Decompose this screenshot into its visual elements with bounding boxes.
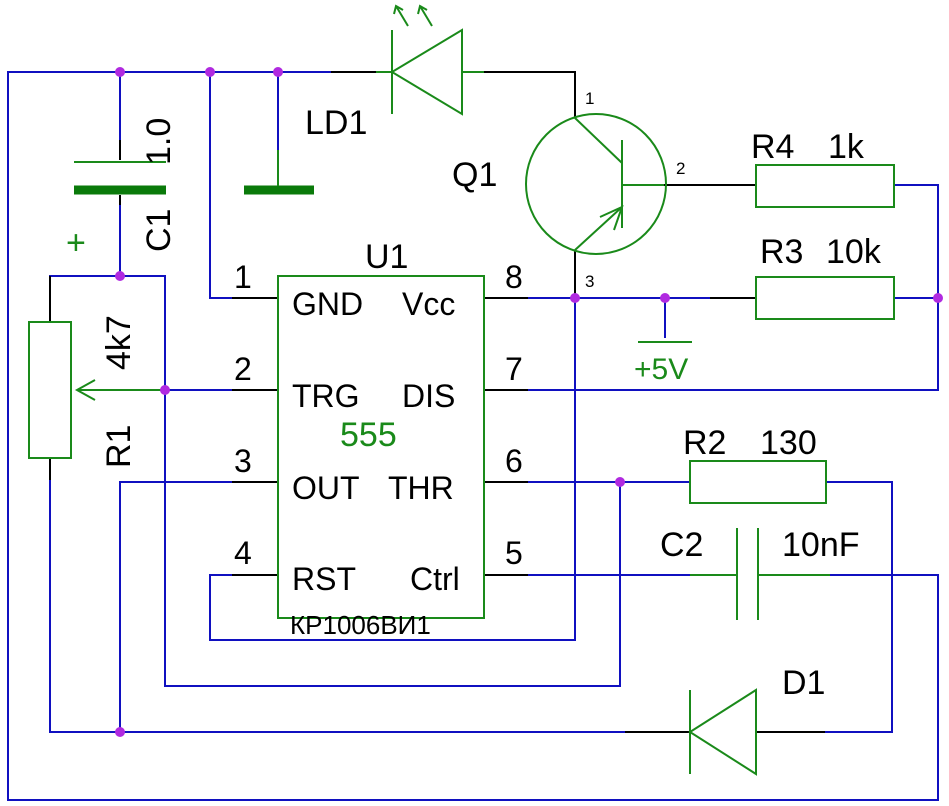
r1-wiper-arrow — [74, 379, 96, 401]
c2-value: 10nF — [782, 526, 860, 564]
ic-pin-out-label: OUT — [292, 470, 360, 506]
ground-symbol — [244, 150, 314, 195]
ic-type: 555 — [340, 416, 397, 454]
transistor-q1: Q1 1 2 3 — [452, 89, 685, 291]
c1-ref: C1 — [140, 209, 178, 252]
r2-ref: R2 — [683, 424, 726, 462]
r1-value: 4k7 — [100, 315, 138, 370]
wire-rst — [209, 298, 576, 641]
d1-ref: D1 — [782, 664, 825, 702]
ic-pin-trg-label: TRG — [292, 378, 360, 414]
r1-ref: R1 — [100, 425, 138, 468]
transistor-pin-2: 2 — [676, 159, 685, 178]
wire-top-gnd — [209, 72, 232, 299]
ic-pin-6-number: 6 — [505, 443, 523, 479]
ic-pin-gnd-label: GND — [292, 286, 363, 322]
diode-d1: D1 — [688, 664, 825, 776]
r3-value: 10k — [826, 233, 882, 271]
c1-polarity: + — [66, 224, 86, 262]
ic-pin-5-number: 5 — [505, 535, 523, 571]
c2-ref: C2 — [660, 526, 703, 564]
transistor-pin-3: 3 — [585, 272, 594, 291]
junction-dot — [273, 67, 283, 77]
transistor-circle — [525, 113, 667, 255]
r3-ref: R3 — [760, 233, 803, 271]
r3-body — [755, 276, 895, 320]
led-ref: LD1 — [305, 104, 367, 142]
r2-value: 130 — [760, 424, 817, 462]
ic-pin-7-number: 7 — [505, 351, 523, 387]
ic-pin-4-number: 4 — [234, 535, 252, 571]
junction-dot — [615, 477, 625, 487]
power-label: +5V — [634, 353, 688, 386]
potentiometer-r1: R1 4k7 — [28, 315, 165, 468]
wire-r2-right — [825, 481, 893, 733]
transistor-ref: Q1 — [452, 156, 497, 194]
capacitor-c1: + C1 1.0 — [66, 118, 178, 262]
led-ld1: LD1 — [305, 4, 484, 142]
led-triangle — [390, 28, 463, 116]
junction-dot — [660, 293, 670, 303]
resistor-r2: R2 130 — [683, 424, 827, 504]
r2-body — [689, 460, 827, 504]
ic-pin-vcc-label: Vcc — [402, 286, 455, 322]
wire-r1-bottom — [49, 458, 625, 733]
r4-body — [755, 164, 895, 208]
junction-dot — [160, 385, 170, 395]
ic-pin-rst-label: RST — [292, 561, 356, 597]
r4-value: 1k — [828, 128, 865, 166]
ic-body — [277, 275, 485, 619]
wire-trg-loop — [164, 390, 621, 687]
junction-dot — [933, 293, 943, 303]
capacitor-c2: C2 10nF — [660, 526, 860, 620]
ic-part: КР1006ВИ1 — [290, 610, 431, 640]
ic-pin-8-number: 8 — [505, 259, 523, 295]
pin-stubs — [49, 71, 830, 733]
wire-dis — [528, 184, 939, 391]
junctions — [115, 67, 943, 737]
ic-ref: U1 — [365, 238, 408, 276]
ic-pin-3-number: 3 — [234, 443, 252, 479]
wire-outer-loop — [7, 71, 939, 801]
transistor-pin-1: 1 — [585, 89, 594, 108]
junction-dot — [115, 727, 125, 737]
ic-pin-thr-label: THR — [388, 470, 454, 506]
ic-555: U1 555 КР1006ВИ1 1 2 3 4 5 6 7 8 GND TRG… — [234, 238, 523, 640]
ic-pin-dis-label: DIS — [402, 378, 455, 414]
junction-dot — [115, 271, 125, 281]
ic-pin-2-number: 2 — [234, 351, 252, 387]
wire-out — [119, 481, 232, 732]
r1-body — [28, 321, 72, 459]
r4-ref: R4 — [751, 128, 794, 166]
c1-value: 1.0 — [140, 118, 178, 165]
d1-triangle — [688, 688, 757, 776]
junction-dot — [115, 67, 125, 77]
resistor-r4: R4 1k — [751, 128, 895, 208]
junction-dot — [205, 67, 215, 77]
power-5v: +5V — [634, 341, 692, 386]
ic-pin-1-number: 1 — [234, 259, 252, 295]
ic-pin-ctrl-label: Ctrl — [410, 561, 460, 597]
resistor-r3: R3 10k — [755, 233, 895, 320]
junction-dot — [570, 293, 580, 303]
